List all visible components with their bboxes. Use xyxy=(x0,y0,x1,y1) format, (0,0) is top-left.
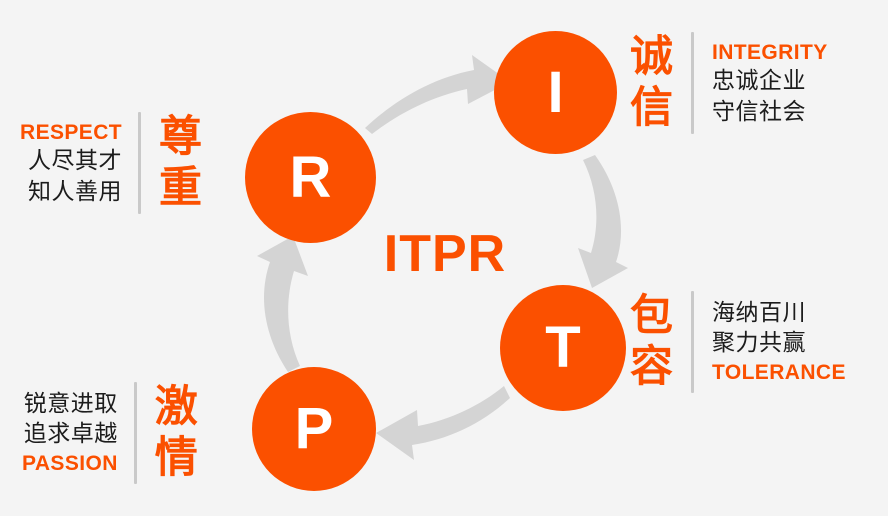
tolerance-divider xyxy=(691,291,694,393)
node-letter-p: P xyxy=(294,396,334,461)
node-circle-i[interactable]: I xyxy=(494,31,617,154)
arrow-p-to-r xyxy=(257,236,308,372)
respect-line-1: 人尽其才 xyxy=(28,148,122,175)
respect-detail: RESPECT 人尽其才 知人善用 xyxy=(20,119,122,207)
center-label-itpr: ITPR xyxy=(383,225,507,283)
node-letter-r: R xyxy=(289,144,332,210)
integrity-line-2: 守信社会 xyxy=(712,98,806,125)
tolerance-cn-title: 包 容 xyxy=(630,291,673,392)
node-circle-p[interactable]: P xyxy=(252,367,376,491)
respect-en-label: RESPECT xyxy=(20,120,122,144)
passion-line-1: 锐意进取 xyxy=(23,390,118,417)
arrow-t-to-p xyxy=(376,386,510,460)
respect-cn-char-2: 重 xyxy=(159,163,202,213)
node-letter-t: T xyxy=(545,315,581,380)
respect-cn-title: 尊 重 xyxy=(159,112,202,213)
node-circle-r[interactable]: R xyxy=(245,112,376,243)
integrity-en-label: INTEGRITY xyxy=(712,40,828,64)
respect-line-2: 知人善用 xyxy=(28,178,122,205)
passion-cn-char-1: 激 xyxy=(154,382,198,433)
integrity-cn-char-2: 信 xyxy=(630,83,673,133)
passion-cn-title: 激 情 xyxy=(155,382,198,483)
respect-divider xyxy=(138,112,141,214)
tolerance-cn-char-1: 包 xyxy=(630,291,673,342)
value-block-integrity: 诚 信 INTEGRITY 忠诚企业 守信社会 xyxy=(630,32,828,134)
passion-cn-char-2: 情 xyxy=(154,433,198,483)
passion-detail: 锐意进取 追求卓越 PASSION xyxy=(22,389,118,477)
integrity-detail: INTEGRITY 忠诚企业 守信社会 xyxy=(712,39,828,127)
value-block-passion: 锐意进取 追求卓越 PASSION 激 情 xyxy=(22,382,198,484)
integrity-line-1: 忠诚企业 xyxy=(712,68,806,95)
tolerance-line-2: 聚力共赢 xyxy=(712,330,806,357)
tolerance-detail: 海纳百川 聚力共赢 TOLERANCE xyxy=(712,298,846,386)
integrity-divider xyxy=(691,32,694,134)
node-circle-t[interactable]: T xyxy=(500,285,626,411)
passion-en-label: PASSION xyxy=(22,451,118,475)
value-block-tolerance: 包 容 海纳百川 聚力共赢 TOLERANCE xyxy=(630,291,846,393)
arrow-r-to-i xyxy=(365,55,510,134)
passion-divider xyxy=(133,382,137,484)
integrity-cn-char-1: 诚 xyxy=(630,32,673,83)
value-block-respect: RESPECT 人尽其才 知人善用 尊 重 xyxy=(20,112,202,214)
respect-cn-char-1: 尊 xyxy=(159,112,202,163)
tolerance-en-label: TOLERANCE xyxy=(712,360,846,384)
passion-line-2: 追求卓越 xyxy=(23,421,118,448)
tolerance-line-1: 海纳百川 xyxy=(712,299,806,326)
arrow-i-to-t xyxy=(578,155,628,288)
tolerance-cn-char-2: 容 xyxy=(630,342,673,392)
node-letter-i: I xyxy=(547,59,564,125)
integrity-cn-title: 诚 信 xyxy=(630,32,673,133)
